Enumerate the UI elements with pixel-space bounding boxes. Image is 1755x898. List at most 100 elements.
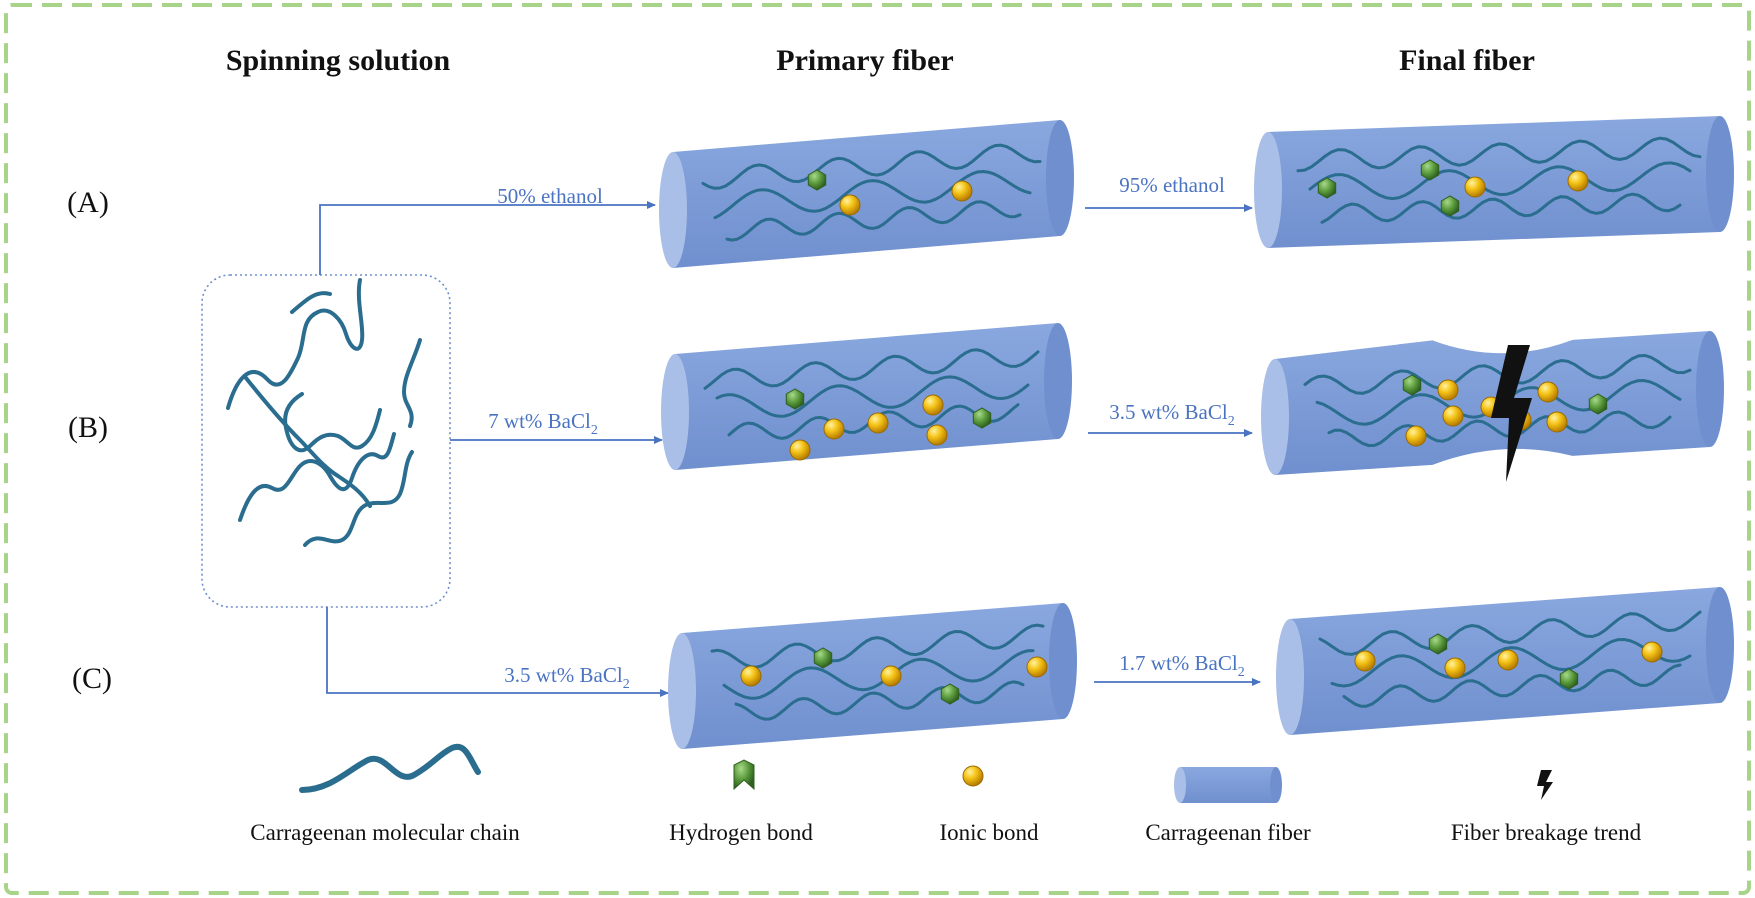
legend-fiber-label: Carrageenan fiber xyxy=(1145,820,1311,845)
molecular-chain xyxy=(1303,353,1692,395)
molecular-chain xyxy=(701,143,1042,190)
legend-fiber-icon xyxy=(1174,767,1282,803)
arrow-label-c1-main: 3.5 wt% BaCl xyxy=(504,663,623,687)
fiber-front-cap xyxy=(1276,619,1304,735)
ionic-bond-icon xyxy=(823,418,845,440)
molecular-chain xyxy=(1327,410,1672,448)
molecular-chain xyxy=(725,200,1022,242)
fiber-end-cap xyxy=(1696,331,1724,447)
fiber-b-final xyxy=(1261,331,1724,482)
molecular-chain xyxy=(703,348,1040,390)
molecular-chain xyxy=(1342,663,1682,708)
connector-c xyxy=(326,607,669,697)
hydrogen-bond-icon xyxy=(813,647,833,669)
ionic-bond-icon xyxy=(1026,656,1048,678)
fiber-end-cap xyxy=(1046,120,1074,236)
fiber-body xyxy=(673,120,1060,268)
arrow-label-b2: 3.5 wt% BaCl2 xyxy=(1109,400,1234,429)
hydrogen-bond-icon xyxy=(1402,374,1422,396)
fiber-breakage-icon xyxy=(1491,345,1532,482)
hydrogen-bond-icon xyxy=(1588,393,1608,415)
ionic-bond-icon xyxy=(740,665,762,687)
molecular-chain xyxy=(734,680,1025,721)
ionic-bond-icon xyxy=(1437,379,1459,401)
ionic-bond-icon xyxy=(951,180,973,202)
fiber-front-cap xyxy=(1261,359,1289,475)
molecular-chain xyxy=(1296,136,1702,173)
legend-ionic-label: Ionic bond xyxy=(939,820,1039,845)
ionic-bond-icon xyxy=(1442,405,1464,427)
ionic-bond-icon xyxy=(1567,170,1589,192)
molecular-chain xyxy=(1308,161,1692,201)
hydrogen-bond-icon xyxy=(940,683,960,705)
ionic-bond-icon xyxy=(1444,657,1466,679)
fiber-front-cap xyxy=(1254,132,1282,248)
ionic-bond-icon xyxy=(867,412,889,434)
hydrogen-bond-icon xyxy=(1440,195,1460,217)
fibers-layer xyxy=(659,116,1734,749)
ionic-bond-icon xyxy=(789,439,811,461)
arrow-label-b1-sub: 2 xyxy=(591,423,598,438)
fiber-body xyxy=(682,603,1063,749)
molecular-chain xyxy=(713,169,1032,220)
arrow-label-c2-sub: 2 xyxy=(1238,665,1245,680)
ionic-bond-icon xyxy=(880,665,902,687)
legend-chain-icon xyxy=(299,743,481,793)
heading-spinning-solution: Spinning solution xyxy=(226,44,451,77)
hydrogen-bond-icon xyxy=(1559,668,1579,690)
hydrogen-bond-icon xyxy=(1428,633,1448,655)
row-label-b: (B) xyxy=(68,411,108,444)
arrow-label-b1: 7 wt% BaCl2 xyxy=(488,409,598,438)
arrow-label-c1: 3.5 wt% BaCl2 xyxy=(504,663,629,692)
legend-breakage-icon xyxy=(1537,770,1553,800)
molecular-chain xyxy=(710,623,1045,669)
arrow-label-b1-main: 7 wt% BaCl xyxy=(488,409,591,433)
ionic-bond-icon xyxy=(922,394,944,416)
fiber-c-final xyxy=(1276,587,1734,735)
heading-primary-fiber: Primary fiber xyxy=(776,44,953,77)
row-label-a: (A) xyxy=(67,186,109,219)
fiber-front-cap xyxy=(659,152,687,268)
hydrogen-bond-icon xyxy=(1420,159,1440,181)
molecular-chain xyxy=(1318,610,1702,656)
hydrogen-bond-icon xyxy=(1317,177,1337,199)
fiber-b-primary xyxy=(661,323,1072,470)
legend-hydrogen-label: Hydrogen bond xyxy=(669,820,813,845)
fiber-end-cap xyxy=(1706,587,1734,703)
ionic-bond-icon xyxy=(1464,176,1486,198)
molecular-chain xyxy=(715,375,1030,418)
hydrogen-bond-icon xyxy=(972,407,992,429)
arrow-label-b2-sub: 2 xyxy=(1228,414,1235,429)
arrow-label-c2: 1.7 wt% BaCl2 xyxy=(1119,651,1244,680)
arrow-label-b2-main: 3.5 wt% BaCl xyxy=(1109,400,1228,424)
legend-breakage-label: Fiber breakage trend xyxy=(1451,820,1642,845)
fiber-front-cap xyxy=(661,354,689,470)
fiber-front-cap xyxy=(668,633,696,749)
molecular-chain xyxy=(1330,637,1692,688)
fiber-end-cap xyxy=(1044,323,1072,439)
ionic-bond-icon xyxy=(1405,425,1427,447)
connector-a xyxy=(319,201,656,275)
arrow-label-c2-main: 1.7 wt% BaCl xyxy=(1119,651,1238,675)
fiber-c-primary xyxy=(668,603,1077,749)
arrow-label-c1-sub: 2 xyxy=(623,677,630,692)
legend-ionic-icon xyxy=(962,765,984,787)
ionic-bond-icon xyxy=(839,194,861,216)
legend: Carrageenan molecular chain Hydrogen bon… xyxy=(250,743,1642,845)
hydrogen-bond-icon xyxy=(785,388,805,410)
fiber-end-cap xyxy=(1706,116,1734,232)
ionic-bond-icon xyxy=(1537,381,1559,403)
hydrogen-bond-icon xyxy=(807,169,827,191)
molecular-chain xyxy=(722,649,1035,700)
spinning-solution-box xyxy=(201,274,451,608)
arrow-label-a1: 50% ethanol xyxy=(497,184,603,208)
molecular-chain xyxy=(1320,192,1682,224)
ionic-bond-icon xyxy=(1354,650,1376,672)
heading-final-fiber: Final fiber xyxy=(1399,44,1535,77)
arrow-label-a2: 95% ethanol xyxy=(1119,173,1225,197)
ionic-bond-icon xyxy=(926,424,948,446)
fiber-body xyxy=(1268,116,1720,248)
ionic-bond-icon xyxy=(1497,649,1519,671)
ionic-bond-icon xyxy=(1546,411,1568,433)
